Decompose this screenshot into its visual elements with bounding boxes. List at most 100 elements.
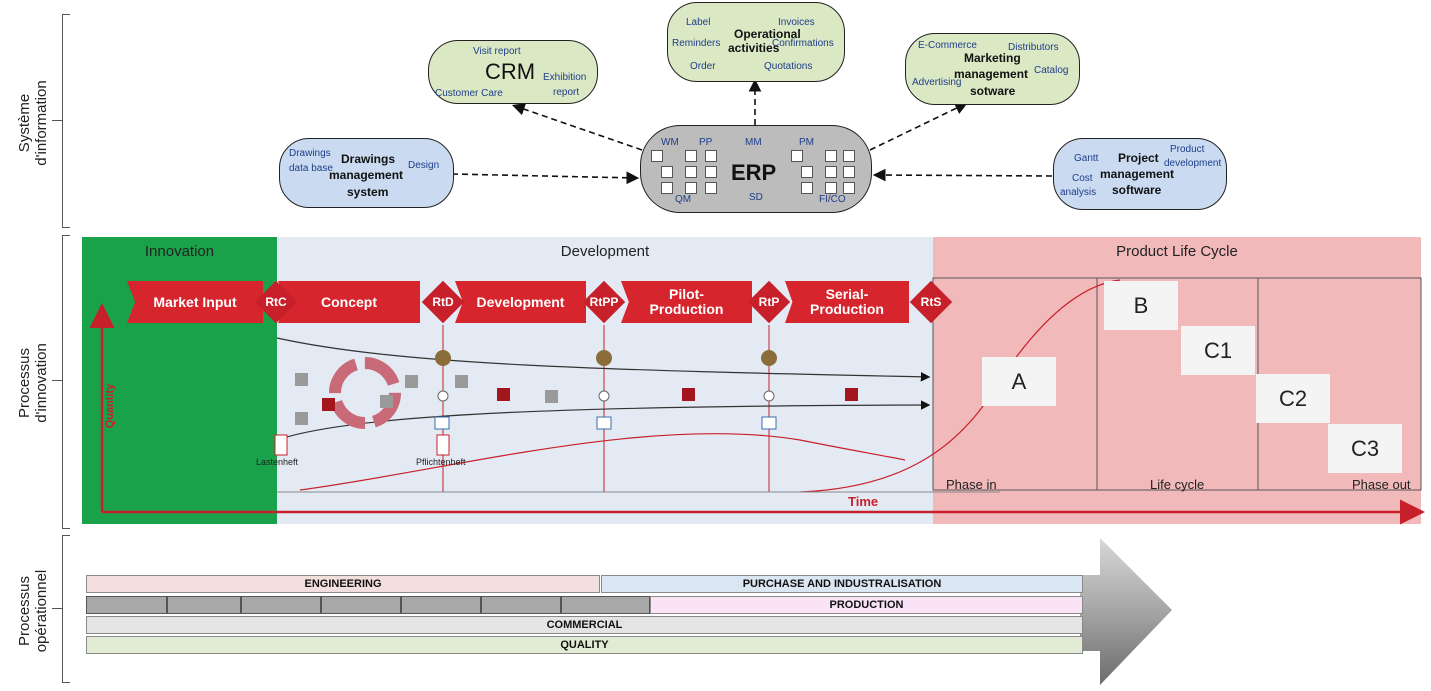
drawings-db-2: data base xyxy=(289,163,333,174)
erp-module-box xyxy=(843,150,855,162)
drawings-bubble: Drawings Drawings Design data base manag… xyxy=(279,138,454,208)
erp-title: ERP xyxy=(731,160,777,185)
crm-bubble: Visit report CRM Exhibition report Custo… xyxy=(428,40,598,104)
stage-market-input: Market Input xyxy=(127,281,263,323)
chart-icon xyxy=(434,416,450,430)
erp-qm: QM xyxy=(675,194,692,205)
project-cost-1: Cost xyxy=(1072,173,1093,184)
erp-wm: WM xyxy=(661,137,679,148)
erp-module-box xyxy=(825,182,837,194)
money-bag-icon xyxy=(435,350,451,366)
crm-exhibition: Exhibition xyxy=(543,72,587,83)
stage-pilot-line-1: Pilot- xyxy=(668,286,704,302)
gate-rtd-label: RtD xyxy=(432,295,454,309)
ops-title-2: activities xyxy=(728,41,780,55)
big-grey-arrow xyxy=(1080,538,1172,685)
plc-grid-frame xyxy=(932,277,1422,491)
life-cycle-label: Life cycle xyxy=(1150,477,1205,492)
erp-module-box xyxy=(843,182,855,194)
grey-cube xyxy=(380,395,393,408)
red-cube xyxy=(845,388,858,401)
money-bag-icon xyxy=(761,350,777,366)
grey-cube xyxy=(295,373,308,386)
marketing-advertising: Advertising xyxy=(912,77,962,88)
marketing-catalog: Catalog xyxy=(1034,65,1069,76)
ops-title-1: Operational xyxy=(734,27,801,41)
project-cost-2: analysis xyxy=(1060,187,1097,198)
brace-operationnel-tick xyxy=(52,608,62,609)
erp-module-box xyxy=(661,182,673,194)
phase-box-c3: C3 xyxy=(1328,424,1402,473)
phase-in-label: Phase in xyxy=(946,477,997,492)
erp-fico: FI/CO xyxy=(819,194,846,205)
marketing-bubble: E-Commerce Distributors Marketing Catalo… xyxy=(905,33,1080,105)
phase-box-b: B xyxy=(1104,281,1178,330)
production-segment xyxy=(561,596,650,614)
production-segment xyxy=(321,596,401,614)
zone-plc-title: Product Life Cycle xyxy=(1116,243,1238,260)
brace-innovation xyxy=(62,235,70,529)
funnel-lower-line xyxy=(276,400,931,441)
time-axis-label: Time xyxy=(848,494,879,509)
operational-activities-bubble: Label Invoices Operational Reminders Con… xyxy=(667,2,845,82)
crm-visit-report: Visit report xyxy=(473,46,521,57)
erp-mm: MM xyxy=(745,137,762,148)
stage-development: Development xyxy=(455,281,586,323)
grey-cube xyxy=(545,390,558,403)
chart-icon xyxy=(761,416,777,430)
stage-serial-line-1: Serial- xyxy=(825,286,869,302)
project-title-1: Project xyxy=(1118,151,1159,165)
project-product-2: development xyxy=(1164,158,1222,169)
erp-bubble: WM PP MM PM ERP QM SD FI/CO xyxy=(640,125,872,213)
erp-module-box xyxy=(705,166,717,178)
erp-module-box xyxy=(685,166,697,178)
brace-innovation-tick xyxy=(52,380,62,381)
phase-box-c2: C2 xyxy=(1256,374,1330,423)
production-segment xyxy=(481,596,561,614)
bar-purchase-industralisation: PURCHASE AND INDUSTRALISATION xyxy=(601,575,1083,593)
ops-label: Label xyxy=(686,17,711,28)
grey-cube xyxy=(295,412,308,425)
funnel-upper-line xyxy=(276,337,931,382)
project-product-1: Product xyxy=(1170,144,1205,155)
brace-operationnel xyxy=(62,535,70,683)
erp-module-box xyxy=(685,150,697,162)
gate-rtpp-label: RtPP xyxy=(589,295,619,309)
erp-module-box xyxy=(685,182,697,194)
arrow-project-erp xyxy=(872,168,1053,182)
bar-quality: QUALITY xyxy=(86,636,1083,654)
arrow-erp-crm xyxy=(511,103,643,151)
gauge-icon xyxy=(437,390,449,402)
erp-pm: PM xyxy=(799,137,814,148)
gauge-icon xyxy=(763,390,775,402)
info-system-arrows xyxy=(451,78,1053,185)
bar-engineering: ENGINEERING xyxy=(86,575,600,593)
marketing-ecommerce: E-Commerce xyxy=(918,40,977,51)
phase-out-label: Phase out xyxy=(1352,477,1411,492)
lastenheft-label: Lastenheft xyxy=(256,457,299,467)
erp-module-box xyxy=(661,166,673,178)
red-cube xyxy=(497,388,510,401)
gauge-icon xyxy=(598,390,610,402)
crm-title: CRM xyxy=(485,59,536,84)
document-icon xyxy=(436,434,450,456)
drawings-db-1: Drawings xyxy=(289,148,331,159)
drawings-title-2: management xyxy=(329,168,404,182)
marketing-title-2: management xyxy=(954,67,1029,81)
erp-module-box xyxy=(705,182,717,194)
marketing-title-1: Marketing xyxy=(964,51,1021,65)
gate-rtp-label: RtP xyxy=(758,295,780,309)
erp-module-box xyxy=(825,166,837,178)
gate-rts-label: RtS xyxy=(920,295,942,309)
ops-reminders: Reminders xyxy=(672,38,721,49)
erp-module-box xyxy=(843,166,855,178)
stage-pilot-production: Pilot-Production xyxy=(621,281,752,323)
grey-cube xyxy=(455,375,468,388)
arrow-drawings-erp xyxy=(451,171,640,185)
erp-module-box xyxy=(801,166,813,178)
marketing-title-3: sotware xyxy=(970,84,1016,98)
cycle-arrows-icon xyxy=(329,357,401,429)
production-segment xyxy=(86,596,167,614)
production-segment xyxy=(167,596,241,614)
stage-concept: Concept xyxy=(278,281,420,323)
